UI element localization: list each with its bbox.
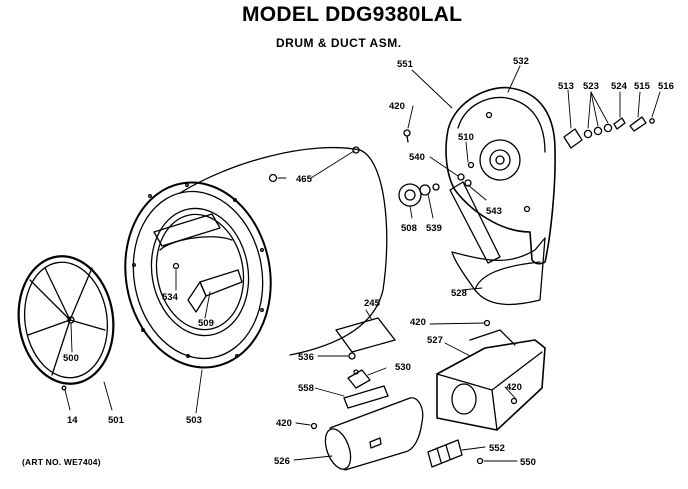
duct-shroud	[451, 237, 546, 306]
part-label-509: 509	[198, 318, 214, 329]
part-label-420-bottom: 420	[276, 418, 292, 429]
part-label-550: 550	[520, 457, 536, 468]
part-label-503: 503	[186, 415, 202, 426]
part-label-501: 501	[108, 415, 125, 426]
part-label-527: 527	[427, 335, 443, 346]
rear-panel-assembly	[398, 86, 556, 265]
leader-lines	[64, 65, 661, 462]
part-label-420-mid: 420	[410, 317, 426, 328]
part-label-523: 523	[583, 81, 599, 92]
drum-assembly	[124, 146, 388, 369]
part-label-515: 515	[634, 81, 651, 92]
burner-housing	[436, 329, 546, 431]
part-label-558: 558	[298, 383, 314, 394]
part-label-516: 516	[658, 81, 674, 92]
part-label-420-right: 420	[506, 382, 522, 393]
part-label-530: 530	[395, 362, 411, 373]
part-label-508: 508	[401, 223, 417, 234]
part-label-14: 14	[67, 415, 78, 426]
part-label-551: 551	[397, 59, 414, 70]
art-number: (ART NO. WE7404)	[22, 457, 101, 467]
bearing-hardware	[563, 116, 655, 149]
part-label-513: 513	[558, 81, 574, 92]
front-door-assembly	[17, 255, 115, 391]
part-label-532: 532	[513, 56, 529, 67]
part-label-526: 526	[274, 456, 290, 467]
part-label-528: 528	[451, 288, 467, 299]
heater-bracket-hardware	[335, 317, 396, 409]
burner-tube	[310, 397, 424, 471]
part-label-534: 534	[162, 292, 179, 303]
part-label-465: 465	[296, 174, 313, 185]
model-title: MODEL DDG9380LAL	[242, 3, 463, 26]
part-label-536: 536	[298, 352, 314, 363]
igniter-block	[427, 439, 484, 468]
part-label-420-top: 420	[389, 101, 405, 112]
part-label-500: 500	[63, 353, 79, 364]
part-label-245: 245	[364, 298, 381, 309]
part-label-552: 552	[489, 443, 505, 454]
assembly-subtitle: DRUM & DUCT ASM.	[276, 36, 402, 50]
part-label-543: 543	[486, 206, 502, 217]
part-label-524: 524	[611, 81, 628, 92]
part-label-540: 540	[409, 152, 425, 163]
part-labels: 551 532 513 523 524 515 516 420 510 540 …	[63, 56, 674, 468]
part-label-510: 510	[458, 132, 474, 143]
part-label-539: 539	[426, 223, 442, 234]
